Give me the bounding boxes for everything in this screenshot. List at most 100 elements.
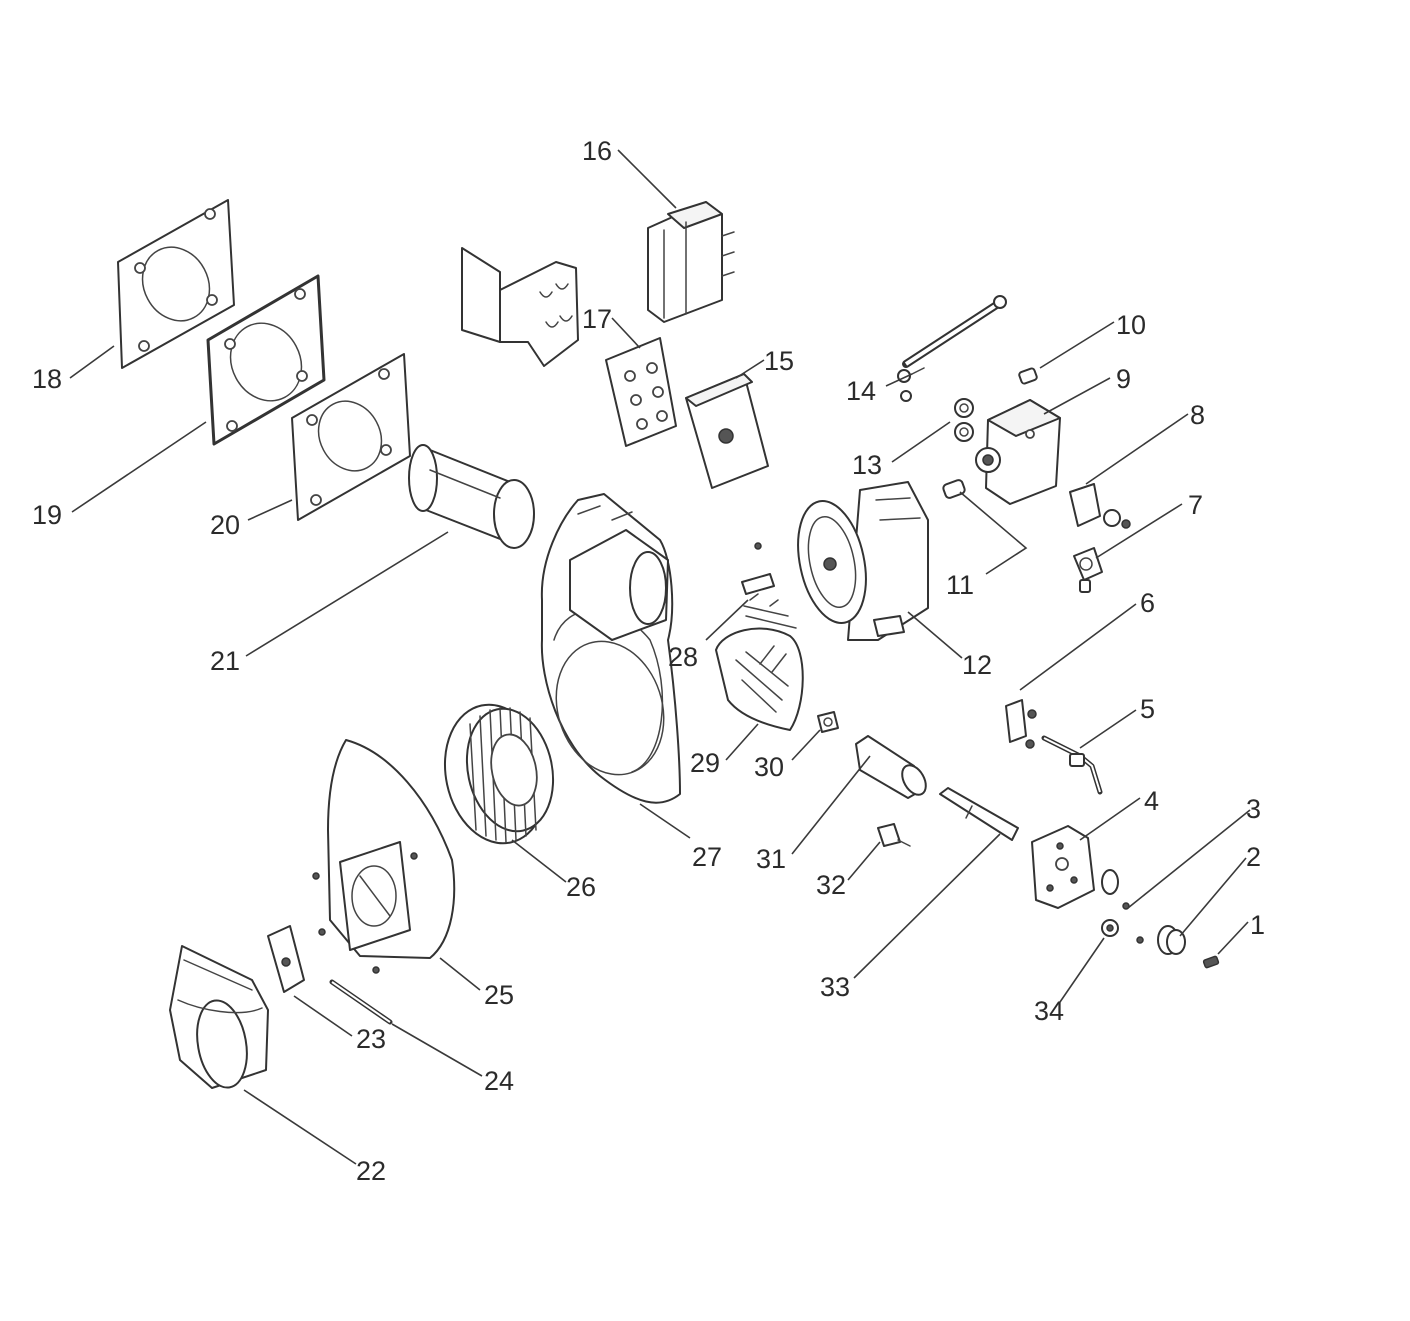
leader-14 <box>885 373 913 387</box>
leader-3 <box>1127 809 1251 909</box>
part-11-coupling <box>942 479 966 499</box>
part-18-flange-plate <box>117 199 235 369</box>
part-23-damper-plate <box>267 925 305 993</box>
callout-19: 19 <box>32 500 62 530</box>
part-21-blast-tube <box>408 444 535 549</box>
leader-18 <box>69 345 115 379</box>
leader-33 <box>853 833 1001 979</box>
part-20-flange-gasket <box>291 353 411 521</box>
leader-30 <box>791 729 821 761</box>
leader-13 <box>891 421 951 463</box>
part-10-nipple <box>1018 367 1038 385</box>
callout-33: 33 <box>820 972 850 1002</box>
leader-34 <box>1059 937 1105 1003</box>
callout-10: 10 <box>1116 310 1146 340</box>
callout-15: 15 <box>764 346 794 376</box>
callout-20: 20 <box>210 510 240 540</box>
parts-layer <box>117 199 1220 1089</box>
part-2-knob <box>1157 925 1186 955</box>
callout-30: 30 <box>754 752 784 782</box>
leader-12 <box>907 611 963 659</box>
leader-19 <box>71 421 207 513</box>
leader-lines <box>69 149 1251 1165</box>
callout-18: 18 <box>32 364 62 394</box>
callout-22: 22 <box>356 1156 386 1186</box>
leader-24 <box>391 1023 483 1077</box>
part-16-ignition-transformer <box>647 201 735 323</box>
callout-26: 26 <box>566 872 596 902</box>
part-9-oil-pump <box>975 399 1061 505</box>
part-4-cover-plate <box>1031 825 1095 909</box>
part-6-plate <box>1005 699 1037 749</box>
callout-17: 17 <box>582 304 612 334</box>
part-27-fan-housing <box>540 493 681 804</box>
leader-29 <box>725 723 759 761</box>
callout-29: 29 <box>690 748 720 778</box>
part-7-valve <box>1073 547 1103 593</box>
part-bracket <box>461 247 579 367</box>
leader-6 <box>1019 603 1137 691</box>
part-5-electrode <box>1041 735 1103 795</box>
callout-2: 2 <box>1246 842 1261 872</box>
leader-17 <box>611 317 641 349</box>
leader-9 <box>1043 377 1111 415</box>
part-34-bushing <box>1101 919 1144 944</box>
part-29-diffuser <box>715 627 804 731</box>
callout-34: 34 <box>1034 996 1064 1026</box>
callout-21: 21 <box>210 646 240 676</box>
leader-28 <box>705 599 749 641</box>
callout-23: 23 <box>356 1024 386 1054</box>
leader-2 <box>1179 857 1247 937</box>
callout-9: 9 <box>1116 364 1131 394</box>
leader-4 <box>1079 797 1141 841</box>
callout-4: 4 <box>1144 786 1159 816</box>
part-15-control-box <box>685 373 769 489</box>
callout-13: 13 <box>852 450 882 480</box>
callout-6: 6 <box>1140 588 1155 618</box>
leader-23 <box>293 995 353 1037</box>
callout-labels: 16 17 15 10 14 9 13 8 11 7 12 18 19 20 2… <box>32 136 1265 1186</box>
leader-5 <box>1079 709 1137 749</box>
part-24-spindle <box>329 979 393 1025</box>
callout-14: 14 <box>846 376 876 406</box>
part-33-shaft <box>939 787 1019 841</box>
part-13-nuts <box>954 398 974 442</box>
leader-10 <box>1039 321 1115 369</box>
part-22-air-intake <box>169 945 269 1089</box>
callout-7: 7 <box>1188 490 1203 520</box>
part-12-motor <box>797 481 929 641</box>
callout-12: 12 <box>962 650 992 680</box>
leader-32 <box>847 841 881 881</box>
part-31-nozzle-holder <box>855 735 927 799</box>
part-19-flange-plate <box>206 274 326 446</box>
part-28-electrode-holder <box>741 542 797 629</box>
part-17-terminal-block <box>605 337 677 447</box>
callout-16: 16 <box>582 136 612 166</box>
part-32-clip <box>877 823 911 847</box>
callout-32: 32 <box>816 870 846 900</box>
leader-16 <box>617 149 677 209</box>
leader-7 <box>1095 503 1183 559</box>
part-30-nozzle <box>817 711 839 733</box>
callout-11: 11 <box>946 570 974 600</box>
part-3-washer <box>1101 869 1130 910</box>
part-25-housing-cover <box>327 739 456 959</box>
part-1-screw <box>1202 955 1220 969</box>
callout-24: 24 <box>484 1066 514 1096</box>
leader-25 <box>439 957 481 991</box>
leader-20 <box>247 499 293 521</box>
leader-15 <box>735 359 765 379</box>
part-screws <box>312 872 380 974</box>
callout-31: 31 <box>756 844 786 874</box>
leader-26 <box>511 839 567 883</box>
part-26-fan-wheel <box>443 703 555 845</box>
leader-27 <box>639 803 691 839</box>
callout-25: 25 <box>484 980 514 1010</box>
leader-1 <box>1217 921 1249 955</box>
callout-5: 5 <box>1140 694 1155 724</box>
leader-21 <box>245 531 449 657</box>
leader-8 <box>1085 413 1189 485</box>
callout-3: 3 <box>1246 794 1261 824</box>
leader-11 <box>959 491 1028 575</box>
